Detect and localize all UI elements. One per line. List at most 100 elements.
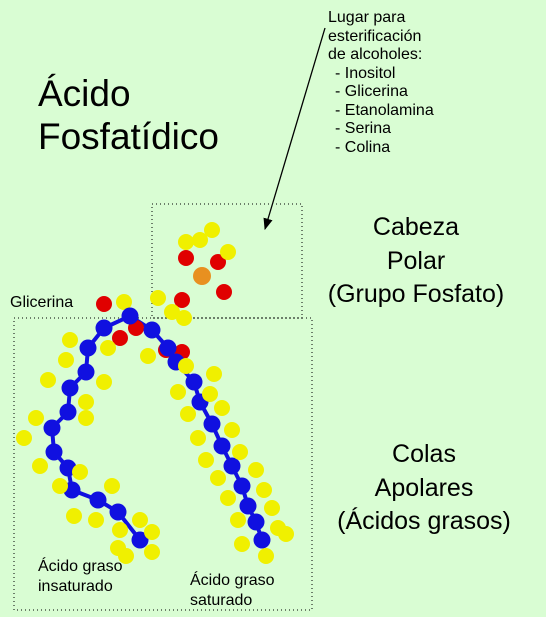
note-heading-line-1: Lugar para	[328, 9, 406, 26]
saturated-fatty-acid-label: Ácido graso saturado	[190, 571, 275, 611]
hydrogen-atom	[140, 348, 156, 364]
carbon-atom	[143, 321, 161, 339]
phosphorus-atom	[193, 267, 211, 285]
oxygen-atom	[112, 330, 128, 346]
apolar-tails-label-line-1: Colas	[392, 440, 456, 468]
note-item-glicerina: - Glicerina	[335, 83, 408, 100]
esterification-site-arrow	[263, 27, 326, 231]
apolar-tails-label: Colas Apolares (Ácidos grasos)	[316, 438, 532, 539]
hydrogen-atom	[176, 310, 192, 326]
carbon-atom	[109, 503, 127, 521]
hydrogen-atom	[248, 462, 264, 478]
hydrogen-atom	[112, 522, 128, 538]
page-title: Ácido Fosfatídico	[38, 72, 219, 158]
note-item-colina: - Colina	[335, 138, 391, 156]
title-line-2: Fosfatídico	[38, 116, 219, 157]
hydrogen-atom	[62, 332, 78, 348]
hydrogen-atom	[234, 536, 250, 552]
hydrogen-atom	[52, 478, 68, 494]
carbon-atom	[77, 363, 95, 381]
hydrogen-atom	[116, 294, 132, 310]
tail-region-box	[13, 317, 313, 611]
hydrogen-atom	[66, 508, 82, 524]
carbon-atom	[233, 477, 251, 495]
hydrogen-atom	[220, 490, 236, 506]
hydrogen-atom	[178, 234, 194, 250]
oxygen-atom	[216, 284, 232, 300]
hydrogen-atom	[150, 290, 166, 306]
hydrogen-atom	[230, 512, 246, 528]
hydrogen-atom	[178, 358, 194, 374]
title-line-1: Ácido	[38, 73, 131, 114]
hydrogen-atom	[78, 394, 94, 410]
saturated-label-line-1: Ácido graso	[190, 572, 275, 589]
note-item-inositol: - Inositol	[335, 64, 396, 82]
unsaturated-label-line-2: insaturado	[38, 578, 113, 595]
carbon-atom	[95, 319, 113, 337]
note-heading-line-2: esterificación	[328, 27, 422, 45]
polar-head-label-line-1: Cabeza	[372, 213, 460, 241]
hydrogen-atom	[190, 430, 206, 446]
polar-head-label-line-2: Polar	[386, 246, 446, 275]
carbon-atom	[79, 339, 97, 357]
hydrogen-atom	[180, 406, 196, 422]
hydrogen-atom	[202, 386, 218, 402]
molecule-atoms	[16, 222, 294, 564]
carbon-atom	[247, 513, 265, 531]
hydrogen-atom	[32, 458, 48, 474]
carbon-atom	[89, 491, 107, 509]
oxygen-atom	[174, 292, 190, 308]
hydrogen-atom	[104, 478, 120, 494]
carbon-atom	[213, 437, 231, 455]
carbon-atom	[159, 339, 177, 357]
hydrogen-atom	[88, 512, 104, 528]
hydrogen-atom	[220, 244, 236, 260]
carbon-atom	[131, 531, 149, 549]
hydrogen-atom	[144, 544, 160, 560]
hydrogen-atom	[204, 222, 220, 238]
note-item-serina: - Serina	[335, 120, 392, 137]
hydrogen-atom	[256, 482, 272, 498]
hydrogen-atom	[100, 340, 116, 356]
note-heading-line-3: de alcoholes:	[328, 46, 423, 63]
hydrogen-atom	[214, 400, 230, 416]
carbon-atom	[203, 415, 221, 433]
carbon-atom	[45, 443, 63, 461]
apolar-tails-label-line-3: (Ácidos grasos)	[337, 507, 511, 535]
hydrogen-atom	[58, 352, 74, 368]
note-item-etanolamina: - Etanolamina	[335, 101, 434, 119]
glycerol-label: Glicerina	[10, 294, 74, 311]
unsaturated-label-line-1: Ácido graso	[38, 558, 123, 575]
oxygen-atom	[96, 296, 112, 312]
hydrogen-atom	[118, 548, 134, 564]
hydrogen-atom	[192, 232, 208, 248]
carbon-atom	[239, 497, 257, 515]
hydrogen-atom	[96, 374, 112, 390]
carbon-atom	[59, 403, 77, 421]
hydrogen-atom	[72, 464, 88, 480]
hydrogen-atom	[78, 410, 94, 426]
carbon-atom	[43, 419, 61, 437]
hydrogen-atom	[16, 430, 32, 446]
esterification-note: Lugar para esterificación de alcoholes: …	[328, 9, 434, 157]
carbon-atom	[121, 307, 139, 325]
carbon-atom	[223, 457, 241, 475]
hydrogen-atom	[28, 410, 44, 426]
polar-head-label: Cabeza Polar (Grupo Fosfato)	[296, 211, 536, 312]
polar-head-label-line-3: (Grupo Fosfato)	[327, 280, 505, 308]
hydrogen-atom	[232, 444, 248, 460]
hydrogen-atom	[164, 304, 180, 320]
hydrogen-atom	[258, 548, 274, 564]
saturated-label-line-2: saturado	[190, 592, 253, 609]
apolar-tails-label-line-2: Apolares	[374, 473, 474, 502]
hydrogen-atom	[224, 422, 240, 438]
hydrogen-atom	[206, 366, 222, 382]
unsaturated-fatty-acid-label: Ácido graso insaturado	[38, 557, 123, 597]
oxygen-atom	[178, 250, 194, 266]
hydrogen-atom	[198, 452, 214, 468]
hydrogen-atom	[40, 372, 56, 388]
carbon-atom	[185, 373, 203, 391]
hydrogen-atom	[170, 384, 186, 400]
hydrogen-atom	[264, 500, 280, 516]
